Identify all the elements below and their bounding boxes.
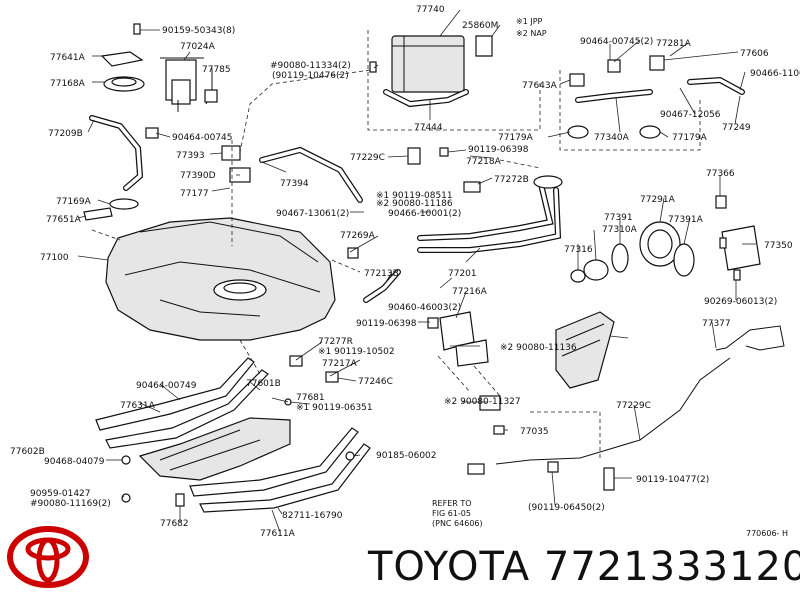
part-callout-label: 77682: [160, 519, 189, 529]
fuel-tank: [105, 217, 336, 341]
group-dash-lines: [91, 30, 701, 460]
part-callout-label: 77602B: [10, 447, 45, 457]
part-callout-label: 25860M: [462, 21, 498, 31]
part-callout-label: ※1 90119-10502: [318, 347, 395, 357]
part-callout-label: 77213B: [364, 269, 399, 279]
part-callout-label: 90466-11003: [750, 69, 800, 79]
part-callout-label: 77177: [180, 189, 209, 199]
part-callout-label: 77246C: [358, 377, 393, 387]
part-callout-label: 90185-06002: [376, 451, 437, 461]
brand-name: TOYOTA: [368, 544, 531, 590]
part-callout-label: ※1 90119-08511: [376, 191, 453, 201]
part-callout-label: 77641A: [50, 53, 86, 63]
part-callout-label: (90119-10476(2): [272, 71, 349, 81]
part-callout-label: #90080-11169(2): [30, 499, 111, 509]
part-callout-label: 90269-06013(2): [704, 297, 777, 307]
part-callout-label: 90959-01427: [30, 489, 91, 499]
part-callout-label: 77269A: [340, 231, 376, 241]
part-callout-label: ※2 90080-11186: [376, 199, 453, 209]
part-callout-label: 90119-10477(2): [636, 475, 709, 485]
part-callout-label: 77681: [296, 393, 325, 403]
part-callout-label: 77631A: [120, 401, 156, 411]
part-callout-label: 90467-13061(2): [276, 209, 349, 219]
part-callout-label: 90460-46003(2): [388, 303, 461, 313]
part-callout-label: 77740: [416, 5, 445, 15]
part-callout-label: 77391A: [668, 215, 704, 225]
part-callout-label: 77229C: [350, 153, 385, 163]
part-callout-label: 77217A: [322, 359, 358, 369]
part-callout-label: 77611A: [260, 529, 296, 539]
figure-code: 770606- H: [746, 529, 788, 538]
part-callout-label: 77277R: [318, 337, 353, 347]
part-callout-label: ※1 90119-06351: [296, 403, 373, 413]
part-callout-label: 77272B: [494, 175, 529, 185]
part-callout-label: 77168A: [50, 79, 86, 89]
part-callout-label: (90119-06450(2): [528, 503, 605, 513]
part-callout-label: 77601B: [246, 379, 281, 389]
part-callout-label: 77024A: [180, 42, 216, 52]
part-callout-label: 77606: [740, 49, 769, 59]
part-callout-label: 77179A: [498, 133, 534, 143]
part-callout-label: 90159-50343(8): [162, 26, 235, 36]
toyota-logo: [7, 526, 89, 588]
legend-note-nap: ※2 NAP: [516, 29, 547, 38]
part-callout-label: 77249: [722, 123, 751, 133]
part-callout-label: 77216A: [452, 287, 488, 297]
part-callout-label: 77201: [448, 269, 477, 279]
part-callout-label: 77179A: [672, 133, 708, 143]
part-callout-label: 77651A: [46, 215, 82, 225]
part-callout-label: 77390D: [180, 171, 216, 181]
brand-part-title: TOYOTA 7721333120: [368, 544, 800, 590]
part-callout-label: ※2 90080-11327: [444, 397, 521, 407]
refer-note-line1: REFER TO: [432, 499, 472, 508]
part-callout-label: 77350: [764, 241, 793, 251]
part-number: 7721333120: [543, 544, 800, 590]
part-callout-label: 77281A: [656, 39, 692, 49]
part-callout-label: 90466-10001(2): [388, 209, 461, 219]
part-callout-label: 77394: [280, 179, 309, 189]
refer-note-line2: FIG 61-05: [432, 509, 471, 518]
part-callout-label: 77393: [176, 151, 205, 161]
part-callout-label: 77340A: [594, 133, 630, 143]
part-callout-label: 77316: [564, 245, 593, 255]
part-callout-label: 90468-04079: [44, 457, 105, 467]
legend-note-jpp: ※1 JPP: [516, 17, 543, 26]
part-callout-label: 77310A: [602, 225, 638, 235]
part-callout-label: 77785: [202, 65, 231, 75]
part-callout-label: 77218A: [466, 157, 502, 167]
callout-labels: 90159-50343(8) 77740 25860M 77641A 77024A 777…: [10, 5, 800, 539]
part-drawings: [83, 23, 785, 513]
part-callout-label: #90080-11334(2): [270, 61, 351, 71]
part-callout-label: 77391: [604, 213, 633, 223]
part-callout-label: 90119-06398: [468, 145, 529, 155]
part-callout-label: 77229C: [616, 401, 651, 411]
part-callout-label: 90467-12056: [660, 110, 721, 120]
part-callout-label: 77291A: [640, 195, 676, 205]
part-callout-label: 77444: [414, 123, 443, 133]
part-callout-label: 77643A: [522, 81, 558, 91]
part-callout-label: 77100: [40, 253, 69, 263]
part-callout-label: 90464-00749: [136, 381, 197, 391]
part-callout-label: 82711-16790: [282, 511, 343, 521]
part-callout-label: 90464-00745(2): [580, 37, 653, 47]
part-callout-label: 90119-06398: [356, 319, 417, 329]
part-callout-label: 77209B: [48, 129, 83, 139]
part-callout-label: 90464-00745: [172, 133, 233, 143]
part-callout-label: 77169A: [56, 197, 92, 207]
part-callout-label: 77366: [706, 169, 735, 179]
part-callout-label: 77035: [520, 427, 549, 437]
part-callout-label: ※2 90080-11136: [500, 343, 577, 353]
part-callout-label: 77377: [702, 319, 731, 329]
refer-note-line3: (PNC 64606): [432, 519, 483, 528]
leader-lines: [77, 9, 756, 533]
